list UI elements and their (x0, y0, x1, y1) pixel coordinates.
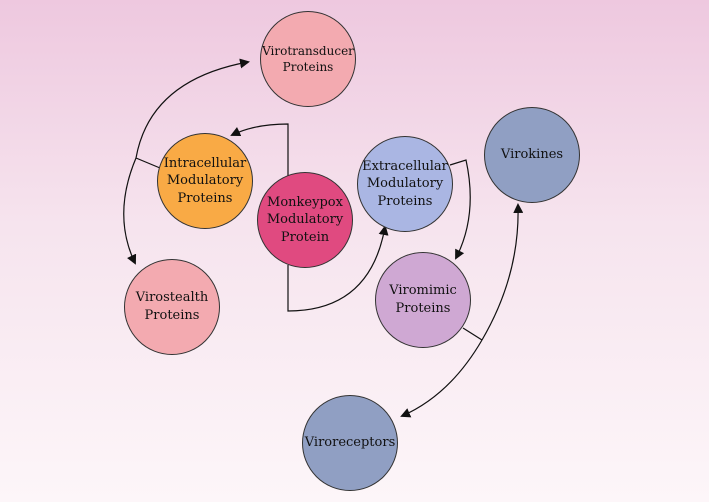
virotransducer-proteins-label: Virotransducer Proteins (262, 43, 354, 74)
virokines-node: Virokines (484, 107, 580, 203)
intracellular-modulatory-proteins-label: Intracellular Modulatory Proteins (163, 155, 247, 206)
connector-branch-to-virostealth (123, 157, 137, 265)
virostealth-proteins-label: Virostealth Proteins (135, 290, 209, 323)
extracellular-modulatory-proteins-label: Extracellular Modulatory Proteins (362, 158, 448, 209)
connector-branch-to-virotransducer (135, 58, 250, 159)
viroreceptors-label: Viroreceptors (304, 435, 396, 451)
connector-viromimic-branch (462, 327, 483, 341)
connector-branch-to-virokines (481, 203, 524, 341)
intracellular-modulatory-proteins-node: Intracellular Modulatory Proteins (157, 133, 253, 229)
connector-center-to-intracellular (230, 123, 289, 195)
monkeypox-modulatory-protein-node: Monkeypox Modulatory Protein (257, 172, 353, 268)
viromimic-proteins-label: Viromimic Proteins (389, 283, 457, 316)
extracellular-modulatory-proteins-node: Extracellular Modulatory Proteins (357, 136, 453, 232)
connector-center-to-extracellular (287, 225, 389, 312)
viromimic-proteins-node: Viromimic Proteins (375, 252, 471, 348)
connector-branch-to-viroreceptors (400, 339, 483, 418)
monkeypox-modulatory-protein-label: Monkeypox Modulatory Protein (266, 194, 344, 245)
connector-intracellular-branch (135, 157, 161, 169)
viroreceptors-node: Viroreceptors (302, 395, 398, 491)
virostealth-proteins-node: Virostealth Proteins (124, 259, 220, 355)
virotransducer-proteins-node: Virotransducer Proteins (260, 11, 356, 107)
connector-extracellular-to-viromimic (449, 159, 471, 260)
virokines-label: Virokines (500, 147, 564, 163)
